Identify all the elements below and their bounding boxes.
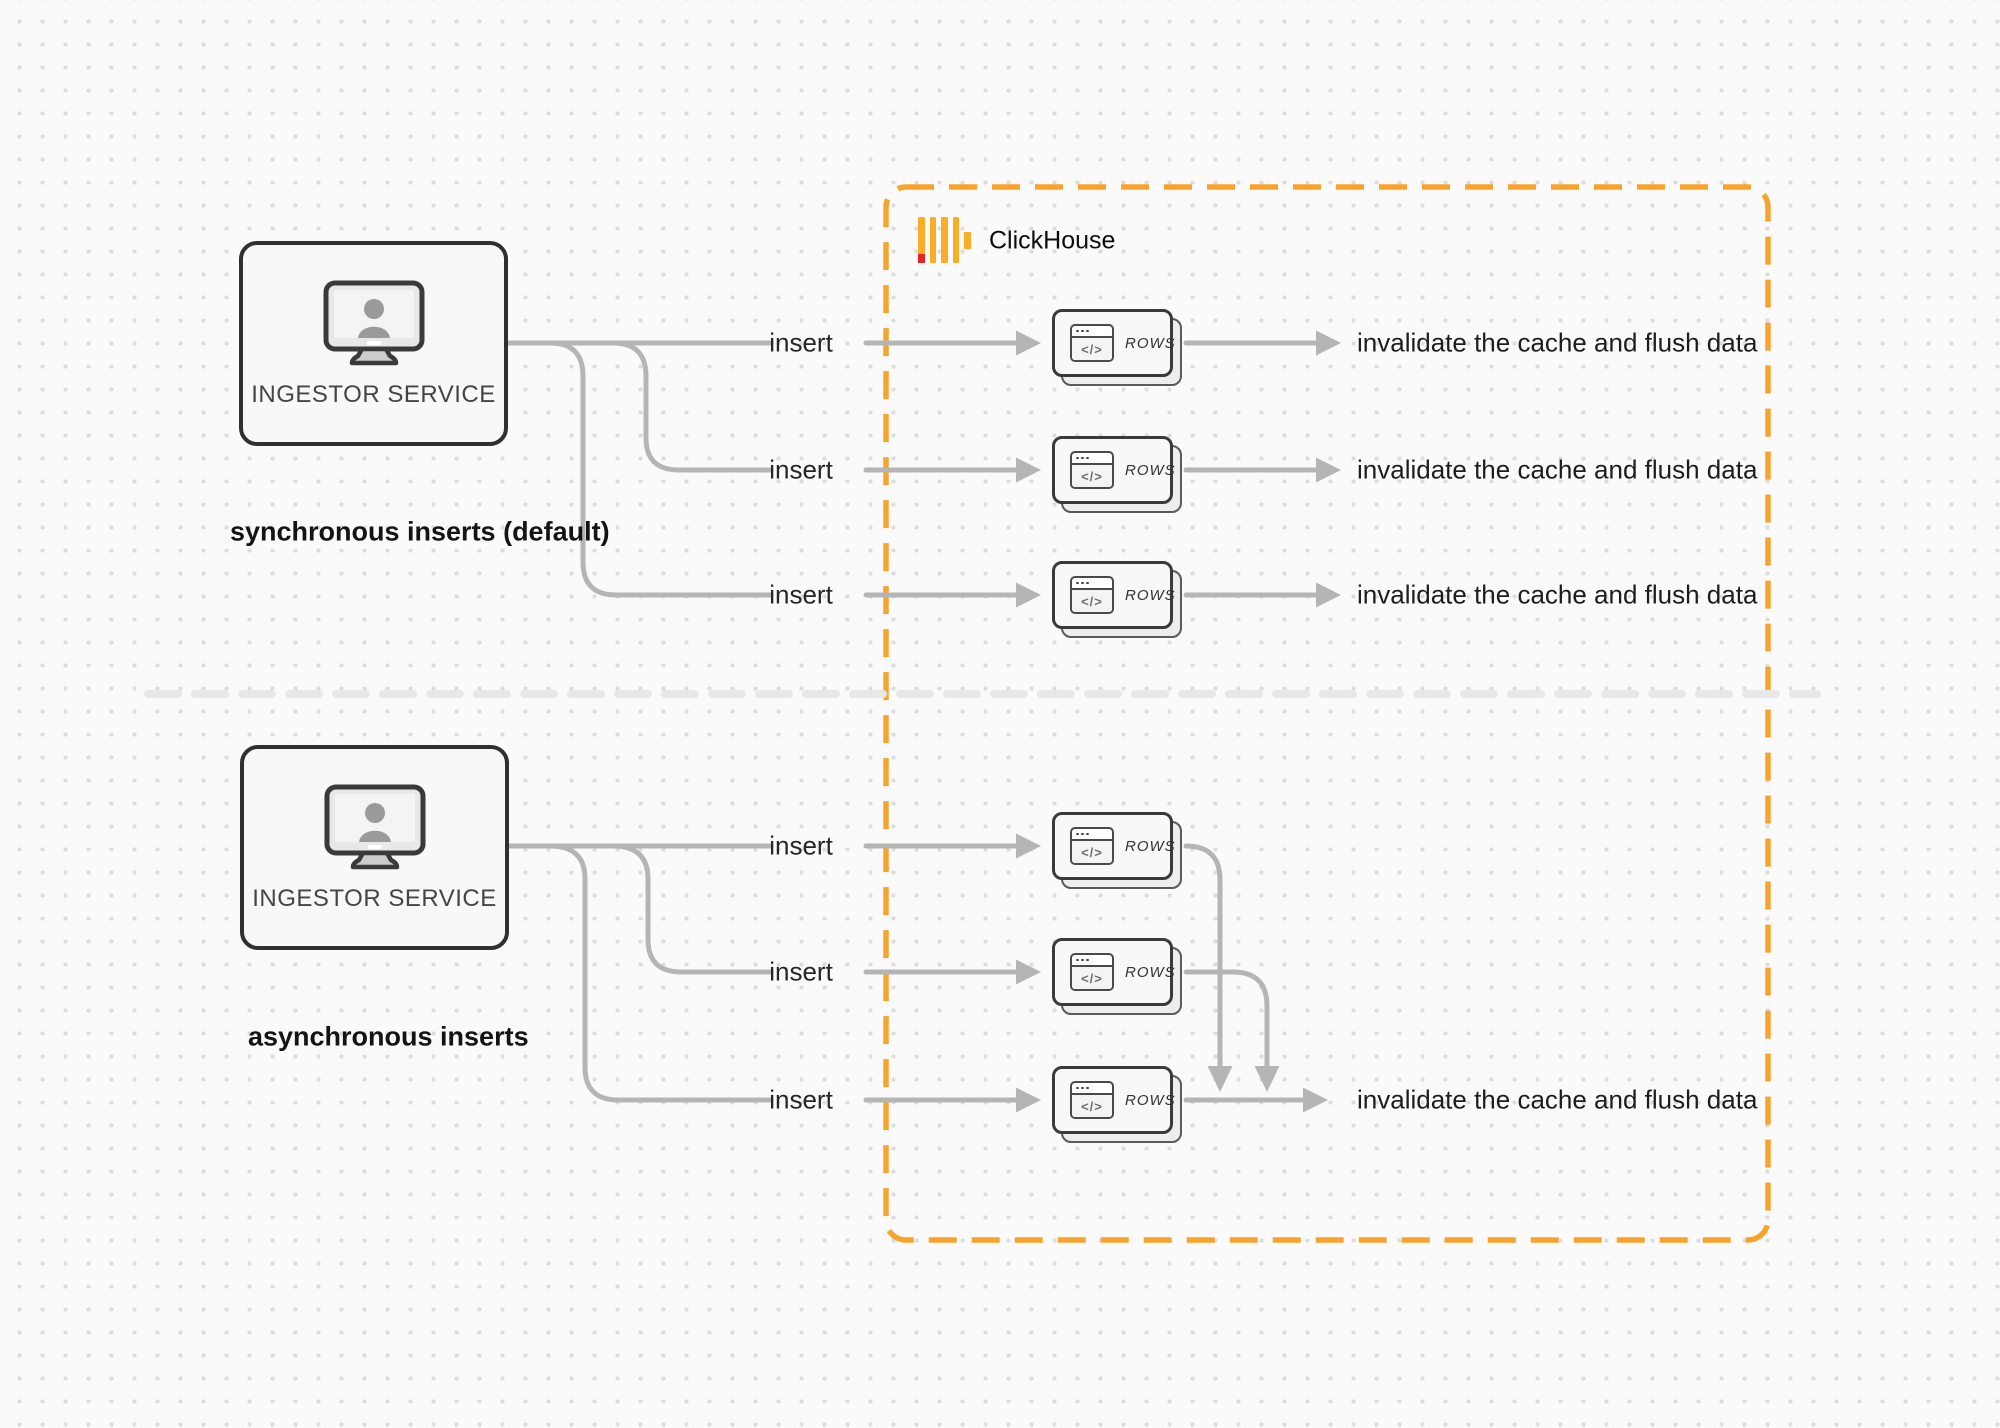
result-label: invalidate the cache and flush data [1357,579,1758,610]
ingestor-service-box-async: INGESTOR SERVICE [240,745,509,950]
code-glyph: </> [1072,841,1112,863]
ingestor-service-label: INGESTOR SERVICE [251,380,496,408]
code-glyph: </> [1072,590,1112,612]
insert-label: insert [769,327,833,358]
rows-card: </> ROWS [1052,309,1182,386]
insert-label: insert [769,956,833,987]
sync-caption: synchronous inserts (default) [230,516,610,547]
result-label: invalidate the cache and flush data [1357,454,1758,485]
clickhouse-label: ClickHouse [989,226,1116,255]
logo-bar-icon [952,217,959,263]
logo-bar-icon [918,217,925,263]
code-glyph: </> [1072,338,1112,360]
browser-window-icon: </> [1070,827,1114,865]
insert-label: insert [769,1084,833,1115]
clickhouse-logo-icon [918,217,971,263]
rows-card-label: ROWS [1125,963,1176,981]
code-glyph: </> [1072,967,1112,989]
rows-card: </> ROWS [1052,436,1182,513]
monitor-user-icon [324,784,425,869]
code-glyph: </> [1072,1095,1112,1117]
insert-label: insert [769,454,833,485]
code-glyph: </> [1072,465,1112,487]
ingestor-service-box-sync: INGESTOR SERVICE [239,241,508,446]
rows-card-label: ROWS [1125,586,1176,604]
result-label: invalidate the cache and flush data [1357,1084,1758,1115]
browser-window-icon: </> [1070,1081,1114,1119]
browser-window-icon: </> [1070,324,1114,362]
result-label: invalidate the cache and flush data [1357,327,1758,358]
async-caption: asynchronous inserts [248,1021,529,1052]
logo-bar-icon [929,217,936,263]
insert-label: insert [769,579,833,610]
rows-card-label: ROWS [1125,837,1176,855]
insert-label: insert [769,830,833,861]
monitor-user-icon [323,280,424,365]
rows-card: </> ROWS [1052,812,1182,889]
rows-card: </> ROWS [1052,1066,1182,1143]
browser-window-icon: </> [1070,451,1114,489]
rows-card-label: ROWS [1125,1091,1176,1109]
arrowheads [1016,330,1341,1113]
rows-card-label: ROWS [1125,334,1176,352]
clickhouse-dashed-border [883,184,1771,1243]
ingestor-service-label: INGESTOR SERVICE [252,884,497,912]
rows-card-label: ROWS [1125,461,1176,479]
browser-window-icon: </> [1070,576,1114,614]
connector-lines [504,340,1319,1103]
logo-bar-icon [964,231,971,249]
rows-card: </> ROWS [1052,561,1182,638]
logo-bar-icon [941,217,948,263]
browser-window-icon: </> [1070,953,1114,991]
rows-card: </> ROWS [1052,938,1182,1015]
